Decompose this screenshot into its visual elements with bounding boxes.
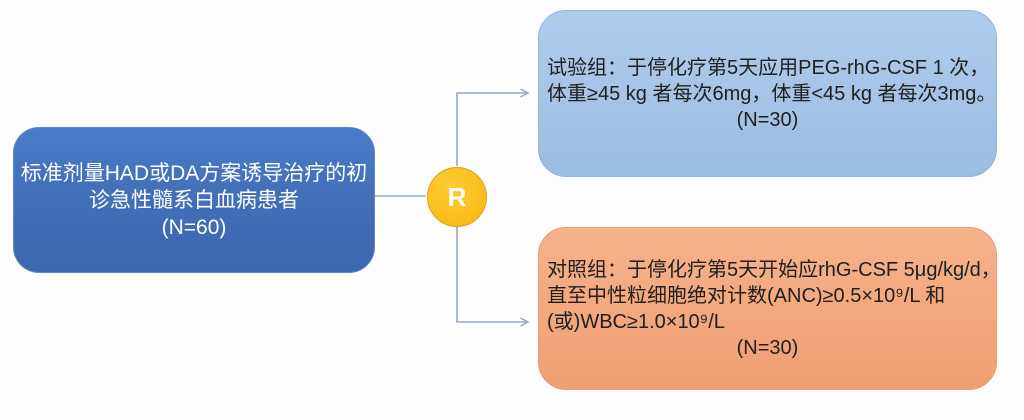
- experimental-line-2: 体重≥45 kg 者每次6mg，体重<45 kg 者每次3mg。: [547, 82, 997, 105]
- control-arm-box: 对照组：于停化疗第5天开始应rhG-CSF 5μg/kg/d， 直至中性粒细胞绝…: [538, 227, 1001, 390]
- enrollment-line-2: 诊急性髓系白血病患者: [89, 188, 299, 212]
- randomization-label: R: [447, 182, 467, 212]
- experimental-sample-size: (N=30): [736, 108, 799, 131]
- randomization-node: R: [427, 167, 487, 227]
- enrollment-sample-size: (N=60): [161, 215, 227, 239]
- connector-r-to-experimental: [456, 88, 530, 166]
- control-sample-size: (N=30): [736, 336, 799, 359]
- enrollment-line-1: 标准剂量HAD或DA方案诱导治疗的初: [20, 161, 368, 185]
- connector-r-to-control: [456, 227, 530, 327]
- experimental-arm-box: 试验组：于停化疗第5天应用PEG-rhG-CSF 1 次， 体重≥45 kg 者…: [538, 10, 997, 177]
- control-line-3: (或)WBC≥1.0×10⁹/L: [547, 310, 725, 333]
- experimental-line-1: 试验组：于停化疗第5天应用PEG-rhG-CSF 1 次，: [547, 56, 990, 79]
- control-line-2: 直至中性粒细胞绝对计数(ANC)≥0.5×10⁹/L 和: [547, 284, 946, 307]
- control-line-1: 对照组：于停化疗第5天开始应rhG-CSF 5μg/kg/d，: [547, 258, 1001, 281]
- enrollment-box: 标准剂量HAD或DA方案诱导治疗的初 诊急性髓系白血病患者 (N=60): [13, 127, 375, 273]
